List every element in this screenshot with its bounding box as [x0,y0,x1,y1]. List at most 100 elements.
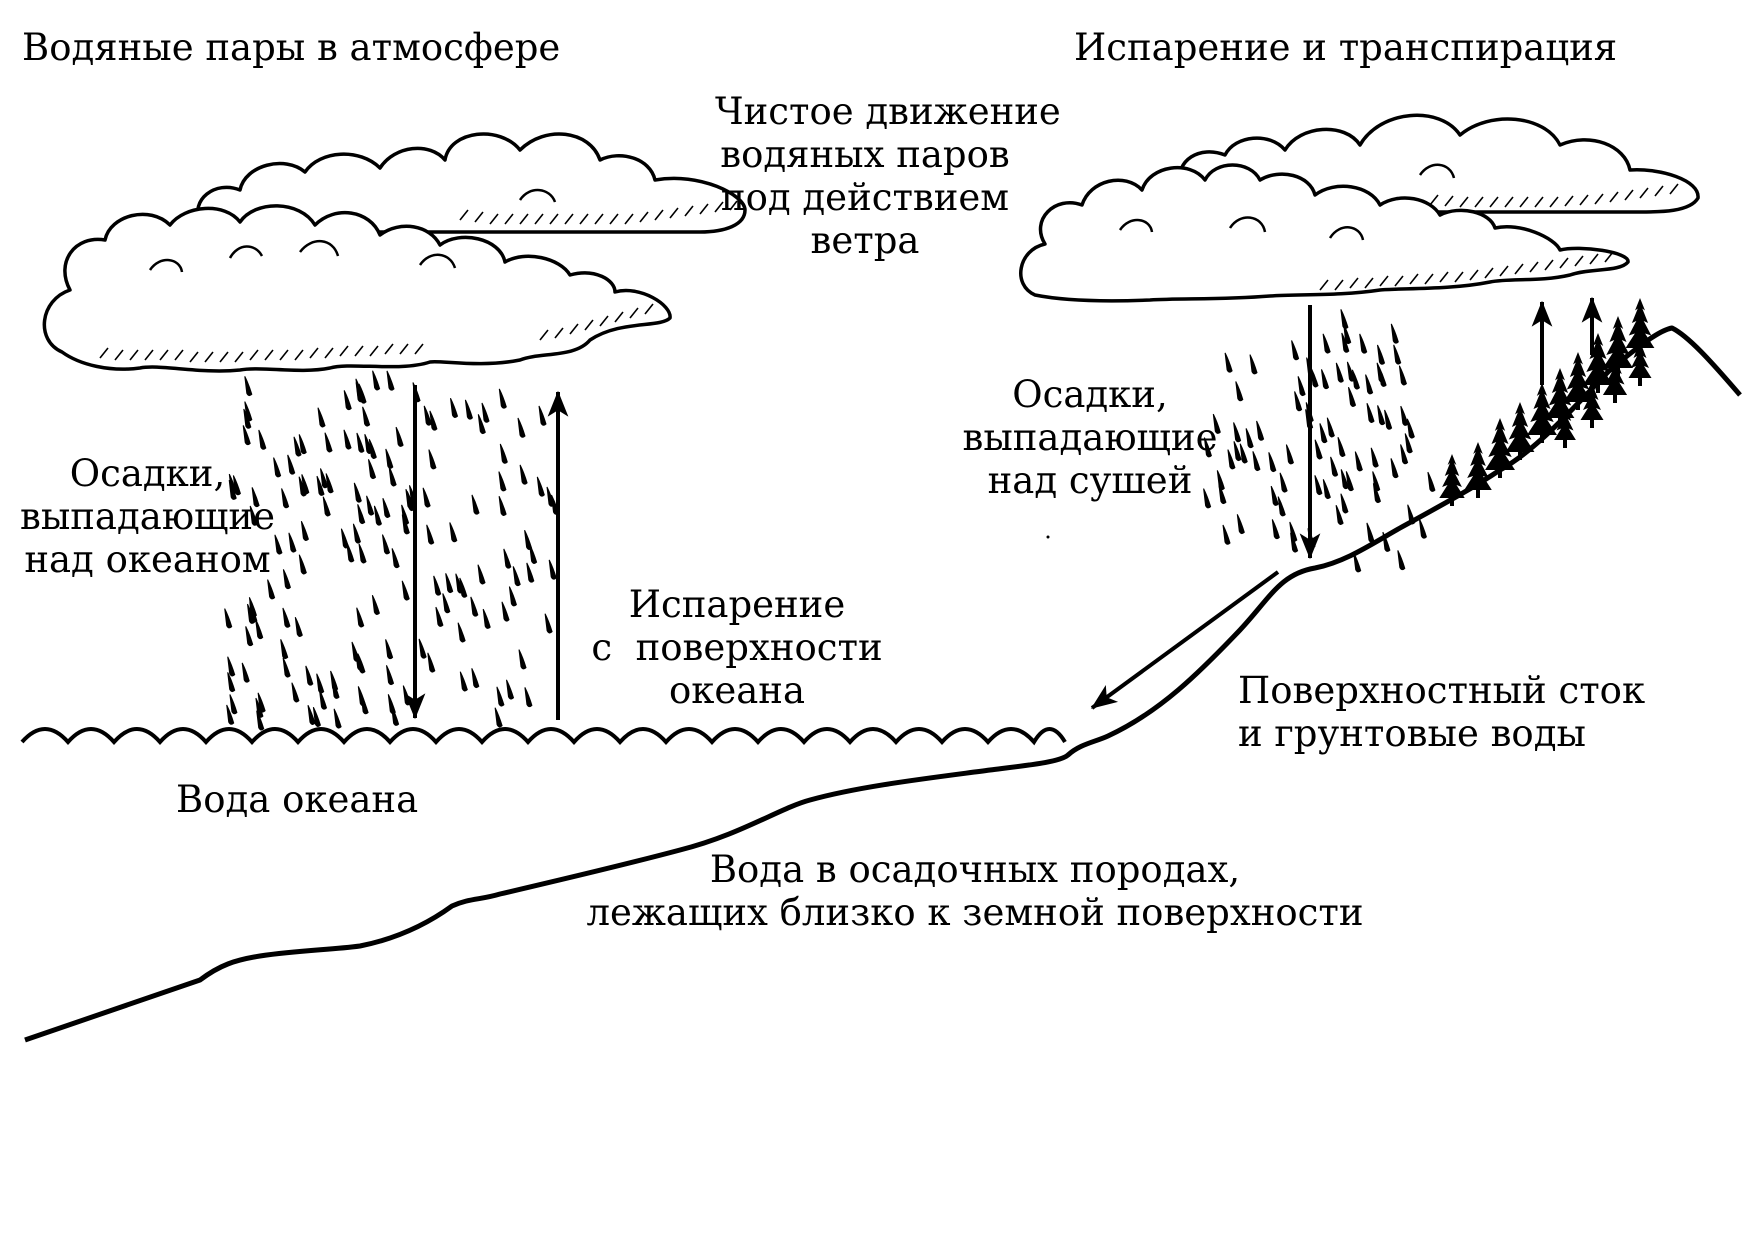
rain-drop [312,706,321,727]
rain-drop [385,639,394,660]
fir-tree [1583,333,1613,393]
rain-drop [300,520,309,541]
rain-drop [401,514,410,535]
rain-drop [305,665,314,686]
rain-drop [1340,493,1349,514]
rain-drop [1233,441,1242,462]
rain-drop [1245,428,1254,449]
rain-drop [427,652,436,673]
rain-drop [301,474,310,495]
rain-drop [526,562,535,583]
rain-drop [248,597,257,618]
rain-drop [294,616,303,637]
rain-drop [1216,470,1225,491]
rain-drop [1239,443,1248,464]
rain-drop [442,593,451,614]
rain-drop [1372,483,1381,504]
rain-drop [391,548,400,569]
rain-drop [402,685,411,706]
rain-drop [418,638,427,659]
rain-drop [1335,362,1344,383]
rain-drop [298,554,307,575]
rain-drop [1285,444,1294,465]
rain-drop [281,488,290,509]
rain-drop [282,569,291,590]
rain-drop [544,613,553,634]
rain-drop [1390,323,1399,344]
rain-drop [1256,420,1265,441]
rain-drop [496,686,505,707]
ocean-cloud [42,132,747,373]
rain-drop [1345,471,1354,492]
rain-drop [316,673,325,694]
rain-drop [1346,361,1355,382]
rain-drop [1212,413,1221,434]
rain-drop [1252,451,1261,472]
rain-drop [1393,344,1402,365]
ocean-surface-waves [20,727,1067,746]
rain-drop [518,649,527,670]
rain-drop [482,608,491,629]
fir-tree [1485,418,1515,478]
rain-drop [293,436,302,457]
rain-drop [282,657,291,678]
fir-tree [1603,316,1633,376]
label-sediment-water: Вода в осадочных породах, лежащих близко… [586,848,1364,934]
rain-drop [1390,458,1399,479]
rain-drop [386,665,395,686]
rain-drop [317,407,326,428]
rain-drop [242,425,251,446]
rain-drop [445,573,454,594]
rain-drop [498,495,507,516]
rain-drop [1291,340,1300,361]
rain-drop [512,566,521,587]
rain-drop [1249,354,1258,375]
rain-drop [546,486,555,507]
rain-drop [343,390,352,411]
rain-drop [449,522,458,543]
fir-tree [1563,352,1593,410]
rain-drop [282,607,291,628]
rain-drop [1400,405,1409,426]
rain-drop [470,596,479,617]
rain-drop [1294,391,1303,412]
label-wind-transport: Чистое движение водяных паров под действ… [715,90,1061,262]
rain-drop [435,606,444,627]
rain-drop [1400,444,1409,465]
arrows [404,296,1603,720]
rain-drop [1354,451,1363,472]
fir-tree [1602,353,1628,403]
rain-drop [226,704,235,725]
rain-drop [346,542,355,563]
rain-drop [422,487,431,508]
rain-drop [477,414,486,435]
rain-drop [366,495,375,516]
rain-drop [251,487,260,508]
rain-drop [244,376,253,397]
land-cloud-hatching [1319,183,1679,291]
rain-drop [355,382,364,403]
rain-drop [450,397,459,418]
rain-drop [1297,376,1306,397]
fir-tree [1505,402,1535,460]
rain-drop [1397,550,1406,571]
rain-drop [356,607,365,628]
rain-drop [1359,333,1368,354]
rain-drop [1279,472,1288,493]
rain-drop [1326,417,1335,438]
runoff-arrow [1090,570,1280,710]
rain-drop [1398,365,1407,386]
rain-drop [1418,518,1427,539]
rain-drop [464,399,473,420]
rain-drop [228,473,237,494]
rain-drop [506,679,515,700]
rain-drop [288,532,297,553]
rain-drop [1404,433,1413,454]
rain-drop [245,626,254,647]
rain-over-ocean [224,370,560,731]
rain-over-land [1203,309,1436,573]
rain-drop [471,668,480,689]
rain-drop [459,671,468,692]
rain-drop [1322,479,1331,500]
rain-drop [1378,366,1387,387]
